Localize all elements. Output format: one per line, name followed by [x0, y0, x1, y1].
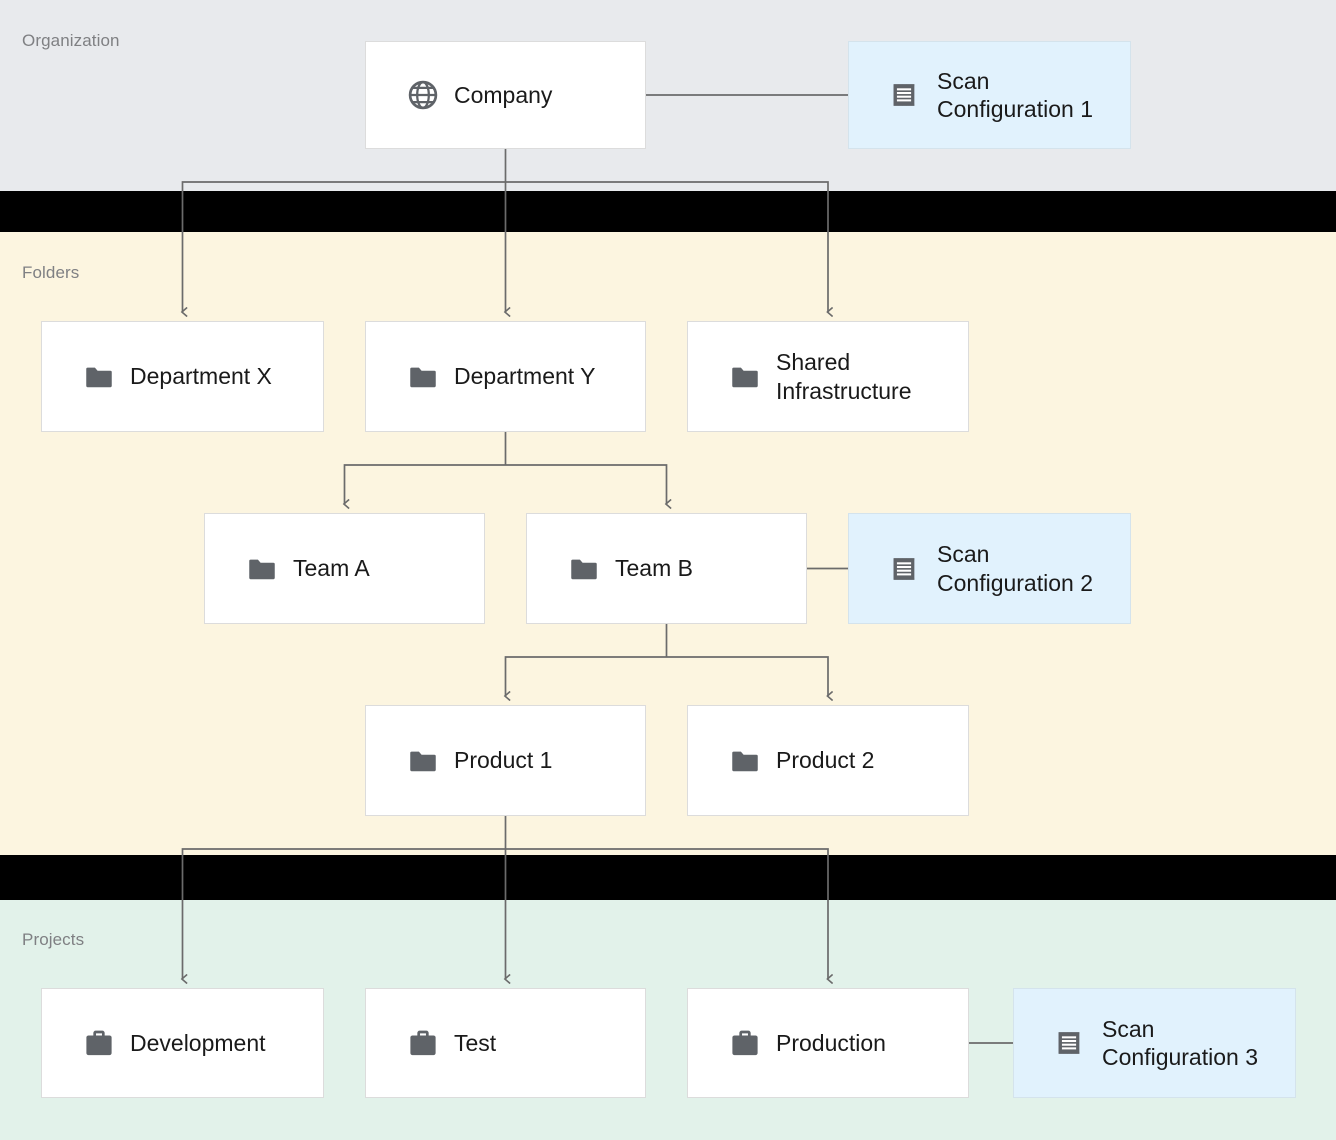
- node-label: Team A: [293, 555, 370, 582]
- node-content: Scan Configuration 1: [849, 67, 1093, 123]
- node-label: Shared Infrastructure: [776, 349, 912, 404]
- node-company[interactable]: Company: [365, 41, 646, 149]
- node-label: Company: [454, 81, 553, 108]
- node-content: Scan Configuration 3: [1014, 1015, 1258, 1071]
- node-product-1[interactable]: Product 1: [365, 705, 646, 816]
- globe-icon: [408, 80, 438, 110]
- node-scan-configuration-1[interactable]: Scan Configuration 1: [848, 41, 1131, 149]
- node-content: Department Y: [366, 360, 595, 394]
- node-content: Production: [688, 1026, 886, 1060]
- receipt-icon: [893, 557, 915, 580]
- node-content: Shared Infrastructure: [688, 348, 912, 404]
- folder-icon: [571, 559, 597, 579]
- node-label: Scan Configuration 1: [937, 67, 1093, 122]
- folder-icon: [410, 751, 436, 771]
- node-label: Department Y: [454, 363, 596, 390]
- node-team-b[interactable]: Team B: [526, 513, 807, 624]
- node-content: Company: [366, 78, 552, 112]
- receipt-icon: [893, 84, 915, 106]
- folder-icon: [249, 559, 275, 579]
- band-organization: [0, 0, 1336, 191]
- band-label-projects: Projects: [22, 930, 85, 949]
- node-content: Test: [366, 1026, 496, 1060]
- node-content: Team B: [527, 552, 693, 586]
- node-content: Product 1: [366, 744, 552, 778]
- node-team-a[interactable]: Team A: [204, 513, 485, 624]
- receipt-icon: [1058, 1032, 1080, 1054]
- node-test[interactable]: Test: [365, 988, 646, 1098]
- folder-icon: [410, 367, 436, 387]
- node-label: Product 1: [454, 747, 553, 774]
- node-department-y[interactable]: Department Y: [365, 321, 646, 432]
- briefcase-icon: [86, 1030, 112, 1056]
- node-scan-configuration-3[interactable]: Scan Configuration 3: [1013, 988, 1296, 1098]
- node-label: Scan Configuration 2: [937, 541, 1093, 596]
- node-content: Development: [42, 1026, 266, 1060]
- node-content: Department X: [42, 360, 272, 394]
- folder-icon: [732, 751, 758, 771]
- node-shared-infrastructure[interactable]: Shared Infrastructure: [687, 321, 969, 432]
- node-label: Production: [776, 1029, 886, 1056]
- folder-icon: [86, 367, 112, 387]
- node-label: Team B: [615, 555, 693, 582]
- node-content: Scan Configuration 2: [849, 540, 1093, 596]
- briefcase-icon: [732, 1030, 758, 1056]
- node-label: Scan Configuration 3: [1102, 1015, 1258, 1070]
- node-label: Test: [454, 1029, 497, 1056]
- node-content: Team A: [205, 552, 370, 586]
- node-development[interactable]: Development: [41, 988, 324, 1098]
- node-product-2[interactable]: Product 2: [687, 705, 969, 816]
- band-label-organization: Organization: [22, 31, 120, 50]
- node-label: Product 2: [776, 747, 875, 774]
- briefcase-icon: [410, 1030, 436, 1056]
- band-label-folders: Folders: [22, 263, 80, 282]
- node-scan-configuration-2[interactable]: Scan Configuration 2: [848, 513, 1131, 624]
- node-department-x[interactable]: Department X: [41, 321, 324, 432]
- node-label: Department X: [130, 363, 272, 390]
- folder-icon: [732, 367, 758, 387]
- node-content: Product 2: [688, 744, 874, 778]
- node-production[interactable]: Production: [687, 988, 969, 1098]
- node-label: Development: [130, 1029, 266, 1056]
